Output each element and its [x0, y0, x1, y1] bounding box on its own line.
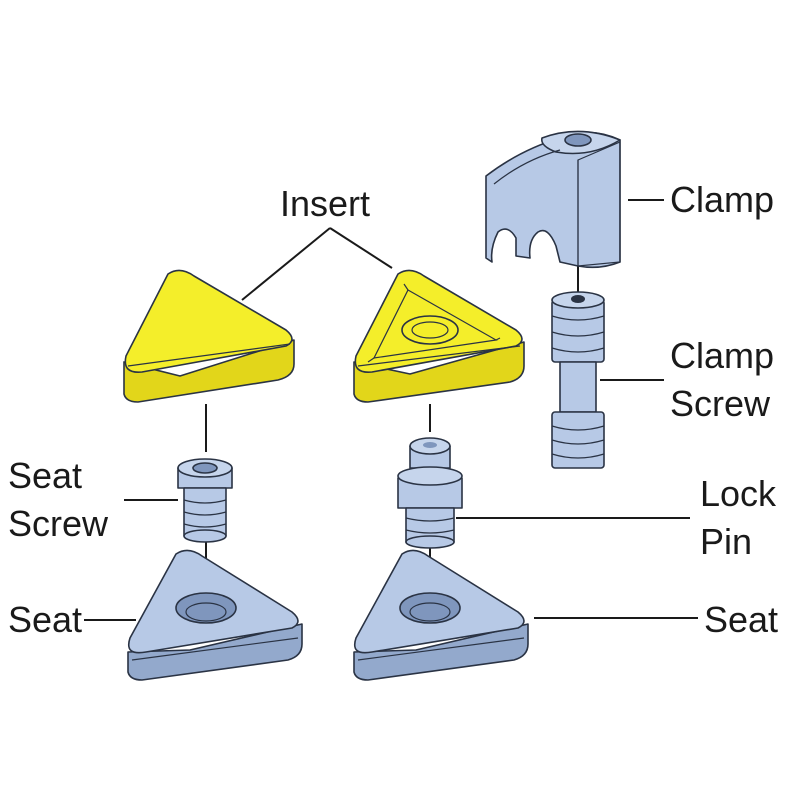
label-clamp-screw-1: Clamp: [670, 335, 774, 376]
seat-right-part: [354, 550, 528, 680]
seat-screw-part: [178, 459, 232, 542]
label-seat-left: Seat: [8, 599, 82, 640]
insert-leader-right: [330, 228, 392, 268]
insert-with-hole: [354, 270, 524, 402]
label-lock-pin-2: Pin: [700, 521, 752, 562]
seat-left-hole: [176, 593, 236, 623]
label-clamp: Clamp: [670, 179, 774, 220]
clamp-part: [486, 131, 620, 267]
label-clamp-screw-2: Screw: [670, 383, 771, 424]
label-lock-pin-1: Lock: [700, 473, 777, 514]
seat-left-part: [128, 550, 302, 680]
label-seat-screw-2: Screw: [8, 503, 109, 544]
label-seat-screw-1: Seat: [8, 455, 82, 496]
label-insert: Insert: [280, 183, 370, 224]
lock-pin-part: [398, 438, 462, 548]
insert-plain: [124, 270, 294, 402]
seat-right-hole: [400, 593, 460, 623]
clamp-top-hole: [565, 134, 591, 146]
insert-center-hole: [402, 316, 458, 344]
label-seat-right: Seat: [704, 599, 778, 640]
insert-leader-left: [242, 228, 330, 300]
clamp-screw-part: [552, 292, 604, 468]
